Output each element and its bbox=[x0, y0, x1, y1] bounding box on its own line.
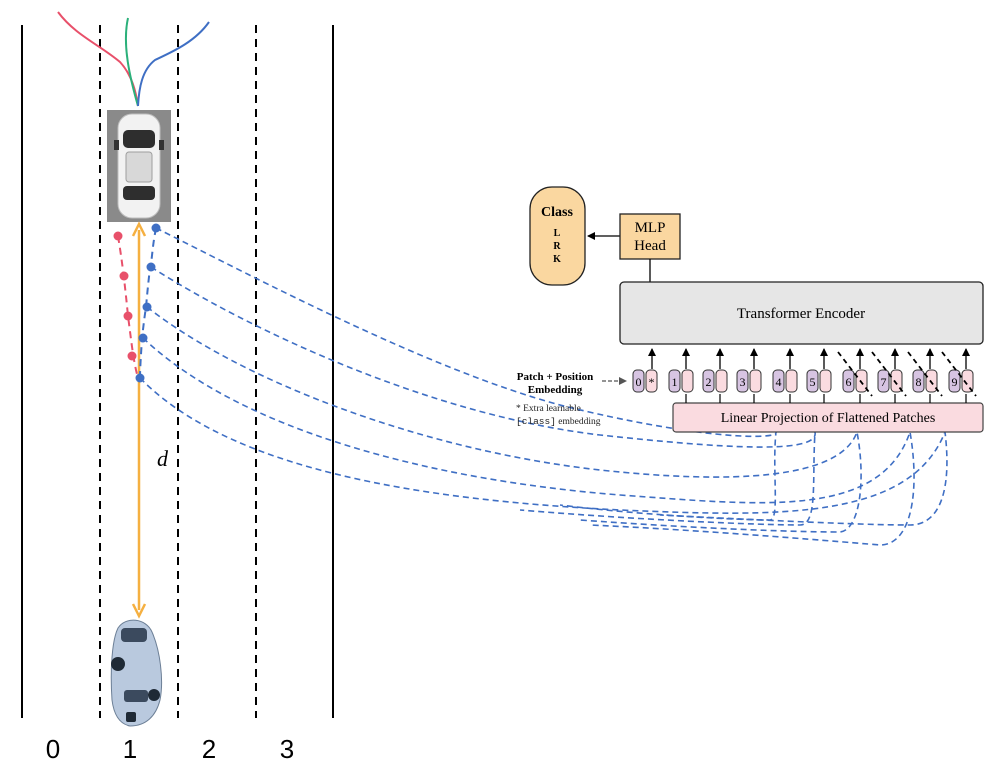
mlp-head-line1: MLP bbox=[635, 220, 666, 236]
lane-label-0: 0 bbox=[46, 734, 60, 764]
svg-text:3: 3 bbox=[740, 375, 746, 389]
future-paths bbox=[57, 11, 210, 107]
path-green bbox=[124, 17, 139, 107]
red-point bbox=[119, 271, 129, 281]
class-title: Class bbox=[541, 205, 573, 220]
token-7: 7 bbox=[877, 369, 903, 393]
mask-lines bbox=[837, 351, 977, 397]
connector-curves bbox=[139, 227, 948, 546]
footnote-line2: [class] embedding bbox=[516, 416, 601, 427]
transformer-encoder-box: Transformer Encoder bbox=[619, 281, 984, 345]
distance-label: d bbox=[157, 446, 169, 471]
red-point bbox=[127, 351, 137, 361]
embedding-tokens: 0 * 1 2 3 4 5 bbox=[632, 369, 974, 393]
token-1: 1 bbox=[668, 369, 694, 393]
path-blue bbox=[137, 21, 210, 107]
class-item-k: K bbox=[553, 254, 561, 265]
embedding-label-line1: Patch + Position bbox=[517, 371, 594, 383]
road bbox=[21, 25, 334, 718]
linear-projection-box: Linear Projection of Flattened Patches bbox=[672, 402, 984, 433]
token-arrows bbox=[648, 348, 970, 369]
svg-text:4: 4 bbox=[776, 375, 782, 389]
lane-labels: 0 1 2 3 bbox=[46, 734, 294, 764]
ego-car-icon bbox=[110, 619, 163, 727]
mlp-head-line2: Head bbox=[634, 238, 666, 254]
trajectory-red bbox=[113, 231, 139, 379]
connector-4 bbox=[142, 337, 915, 546]
token-3: 3 bbox=[736, 369, 762, 393]
token-4: 4 bbox=[772, 369, 798, 393]
svg-text:1: 1 bbox=[672, 375, 678, 389]
svg-text:5: 5 bbox=[810, 375, 816, 389]
mlp-head-box: MLP Head bbox=[619, 213, 681, 260]
svg-text:0: 0 bbox=[636, 375, 642, 389]
lead-car-icon bbox=[107, 110, 171, 222]
lane-label-3: 3 bbox=[280, 734, 294, 764]
class-output-box: Class L R K bbox=[529, 186, 586, 286]
svg-text:2: 2 bbox=[706, 375, 712, 389]
connector-5 bbox=[139, 377, 948, 526]
svg-text:6: 6 bbox=[846, 375, 852, 389]
lane-label-2: 2 bbox=[202, 734, 216, 764]
class-item-r: R bbox=[553, 241, 561, 252]
distance-arrow bbox=[131, 221, 147, 619]
linear-projection-label: Linear Projection of Flattened Patches bbox=[721, 411, 936, 426]
class-item-l: L bbox=[554, 228, 561, 239]
connector-2 bbox=[150, 266, 816, 526]
path-red bbox=[57, 11, 139, 107]
svg-text:8: 8 bbox=[916, 375, 922, 389]
svg-text:9: 9 bbox=[952, 375, 958, 389]
footnote-line1: * Extra learnable bbox=[516, 404, 581, 414]
token-5: 5 bbox=[806, 369, 832, 393]
svg-text:7: 7 bbox=[881, 375, 887, 389]
class-token-marker: * bbox=[649, 375, 655, 389]
token-9: 9 bbox=[948, 369, 974, 393]
token-0: 0 * bbox=[632, 369, 658, 393]
transformer-encoder-label: Transformer Encoder bbox=[737, 306, 865, 322]
connector-3 bbox=[146, 306, 862, 533]
red-point bbox=[113, 231, 123, 241]
token-2: 2 bbox=[702, 369, 728, 393]
embedding-label-line2: Embedding bbox=[528, 384, 583, 396]
red-point bbox=[123, 311, 133, 321]
lane-label-1: 1 bbox=[123, 734, 137, 764]
projection-arrows bbox=[685, 394, 967, 403]
